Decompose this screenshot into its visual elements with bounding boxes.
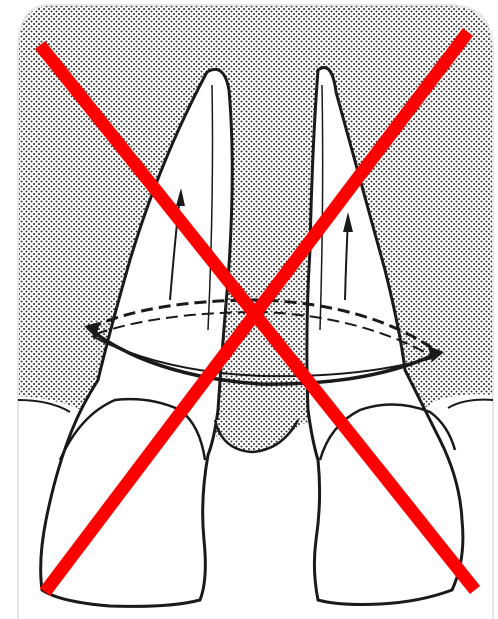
gum-papilla: [215, 420, 298, 452]
